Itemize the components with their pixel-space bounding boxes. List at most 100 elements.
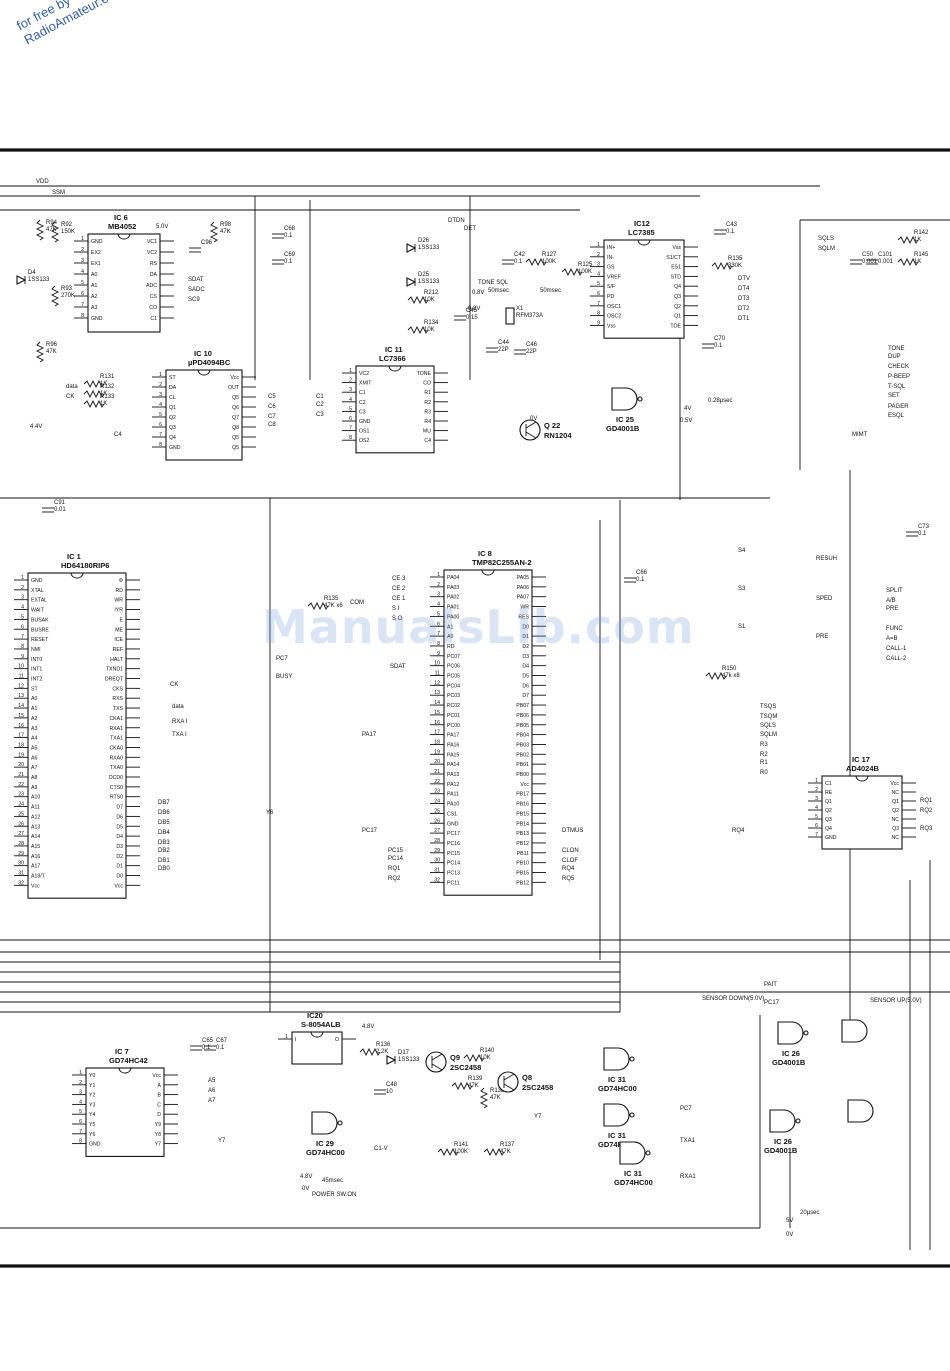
voltage-v08: 0.8V	[472, 290, 484, 296]
ic10-left-pin: CL	[169, 395, 176, 401]
ic1-left-pin-number: 23	[18, 792, 24, 798]
ic7-left-pin-number: 4	[79, 1099, 82, 1105]
ic20-left-pin: I	[295, 1037, 296, 1043]
component-value: 0.1	[216, 1045, 225, 1051]
ic1-left-pin: EXTAL	[31, 598, 47, 604]
component-ref: R150	[722, 666, 737, 672]
ic8-left-pin: PA01	[447, 605, 459, 611]
component-value: 47K	[46, 227, 57, 233]
net-dt3: DT3	[738, 296, 750, 302]
ic8-left-pin: PC03	[447, 693, 460, 699]
net-rxa1: RXA I	[172, 719, 188, 725]
ic8-left-pin: PC15	[447, 851, 460, 857]
ic11-right-pin: C4	[424, 438, 431, 444]
net-clon: CLON	[562, 848, 579, 854]
ic8-left-pin-number: 15	[434, 710, 440, 716]
ic1-left-pin: A2	[31, 716, 37, 722]
ic11-left-pin: GND	[359, 419, 371, 425]
net-func: FUNC	[886, 626, 903, 632]
component-ref: R135	[728, 256, 743, 262]
net-sdat: SDAT	[188, 277, 204, 283]
ic12-left-pin: OSC1	[607, 304, 621, 310]
ic7-left-pin-number: 8	[79, 1139, 82, 1145]
net-split: SPLIT	[886, 588, 903, 594]
ic8-left-pin-number: 23	[434, 789, 440, 795]
net-so: S O	[392, 616, 403, 622]
ic10-left-pin: DA	[169, 385, 177, 391]
ic20-left-pin-number: 1	[285, 1034, 288, 1040]
ic11-right-pin: R4	[424, 419, 431, 425]
ic1-left-pin: A7	[31, 765, 37, 771]
net-dt4: DT4	[738, 286, 750, 292]
ic6-left-pin: A1	[91, 283, 97, 289]
net-db4: DB4	[158, 830, 170, 836]
ic7-left-pin: Y4	[89, 1112, 95, 1118]
ic7-left-pin-number: 7	[79, 1129, 82, 1135]
component-value: 1K	[914, 237, 921, 243]
net-rxa1b: RXA1	[680, 1174, 696, 1180]
ic1-right-pin: D2	[116, 854, 123, 860]
ic6-left-pin-number: 7	[81, 302, 84, 308]
ic1-left-pin: A6	[31, 755, 37, 761]
ic17-body	[821, 775, 903, 850]
component-ref: C69	[284, 252, 296, 258]
ic17-part: AD4024B	[846, 764, 880, 773]
transistor-part: 2SC2458	[522, 1083, 553, 1092]
ic6-right-pin: DA	[150, 272, 158, 278]
ic6-left-pin-number: 6	[81, 291, 84, 297]
ic1-left-pin: INT0	[31, 657, 42, 663]
ic8-left-pin-number: 29	[434, 848, 440, 854]
ic1-left-pin-number: 20	[18, 762, 24, 768]
ic10-left-pin-number: 4	[159, 402, 162, 408]
net-r0: R0	[760, 770, 768, 776]
ic1-left-pin: A9	[31, 785, 37, 791]
transistor-body	[425, 1051, 447, 1073]
ic8-left-pin: PC07	[447, 654, 460, 660]
ic12-left-pin: IN+	[607, 245, 615, 251]
label-group: VDDSSMDETDTDNSQLSSQLMSDATSADCSC9dataCKCK…	[30, 179, 933, 1238]
ic7-right-pin: Vcc	[152, 1073, 161, 1079]
ic1-chip: IC 1HD64180RIP6GND1XTAL2EXTAL3WAIT4BUSAK…	[14, 552, 140, 899]
net-sqls2: SQLS	[760, 723, 776, 729]
component-value: 0.1	[714, 343, 723, 349]
ic1-left-pin: A11	[31, 805, 40, 811]
ic11-left-pin-number: 3	[349, 387, 352, 393]
ic1-right-pin: RXA1	[109, 726, 123, 732]
ic7-left-pin: GND	[89, 1142, 101, 1148]
voltage-v0b: 0V	[302, 1186, 309, 1192]
ic8-left-pin-number: 20	[434, 759, 440, 765]
net-rq4: RQ4	[732, 828, 745, 834]
ic8-right-pin: D4	[522, 664, 529, 670]
gate-bubble	[629, 1112, 635, 1118]
ic8-right-pin: PB06	[516, 713, 529, 719]
net-pc7: PC7	[276, 656, 288, 662]
component-ref: R135	[324, 596, 339, 602]
ic8-right-pin: PB11	[517, 851, 529, 857]
ic1-right-pin: D7	[116, 805, 123, 811]
component-ref: C44	[498, 340, 510, 346]
component-value: 0.1	[726, 229, 735, 235]
gate-body	[311, 1111, 338, 1135]
ic1-left-pin: A17	[31, 864, 40, 870]
timing-ms50: 50msec	[488, 288, 509, 294]
ic12-left-pin-number: 2	[597, 252, 600, 258]
component-value: 1SS133	[418, 279, 440, 285]
ic8-right-pin: PB10	[516, 861, 529, 867]
ic12-right-pin: S1/CT	[666, 255, 682, 261]
ic1-left-pin-number: 22	[18, 782, 24, 788]
ic10-right-pin: Q6	[232, 405, 239, 411]
ic1-left-pin: INT1	[31, 667, 42, 673]
ic8-left-pin: A0	[447, 634, 453, 640]
